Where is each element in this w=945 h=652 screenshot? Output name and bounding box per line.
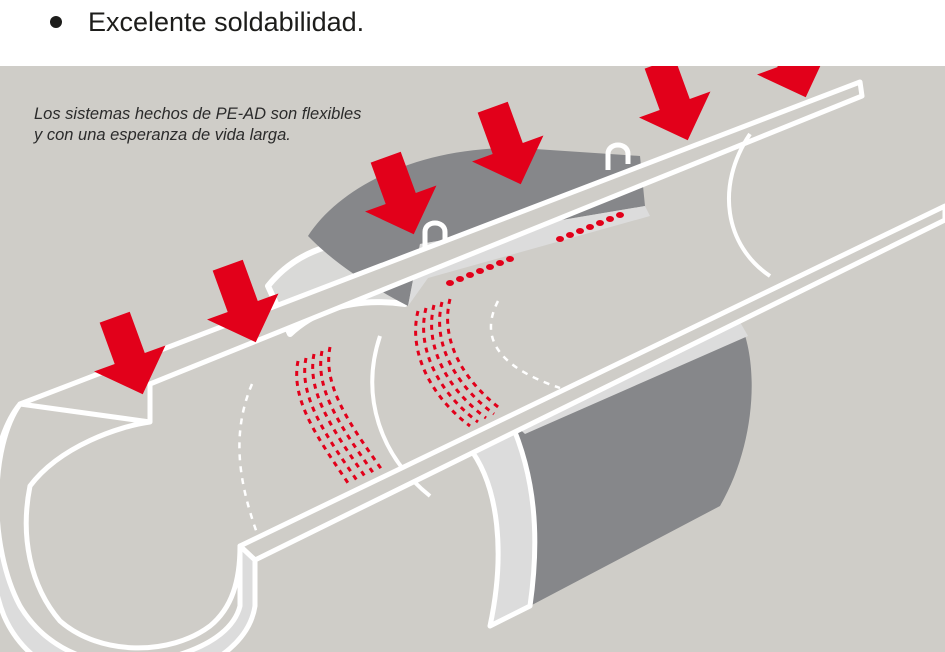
header-band: Excelente soldabilidad.: [0, 0, 945, 66]
heating-wire-zone-left: [295, 346, 384, 487]
bullet-text: Excelente soldabilidad.: [88, 6, 365, 37]
bullet-icon: [50, 16, 62, 28]
heating-wire-dots-upper: [446, 212, 624, 286]
bullet-item: Excelente soldabilidad.: [50, 2, 364, 42]
electrofusion-pipe-illustration: Los sistemas hechos de PE-AD son flexibl…: [0, 66, 945, 652]
diagram-caption: Los sistemas hechos de PE-AD son flexibl…: [34, 104, 361, 146]
pipe-coupling-drawing: [0, 66, 945, 652]
pipe-wall-upper: [17, 79, 865, 425]
heating-wire-zone-right: [414, 298, 503, 428]
caption-line-2: y con una esperanza de vida larga.: [34, 126, 291, 144]
caption-line-1: Los sistemas hechos de PE-AD son flexibl…: [34, 105, 362, 123]
pipe-end-cross-section: [0, 401, 258, 652]
